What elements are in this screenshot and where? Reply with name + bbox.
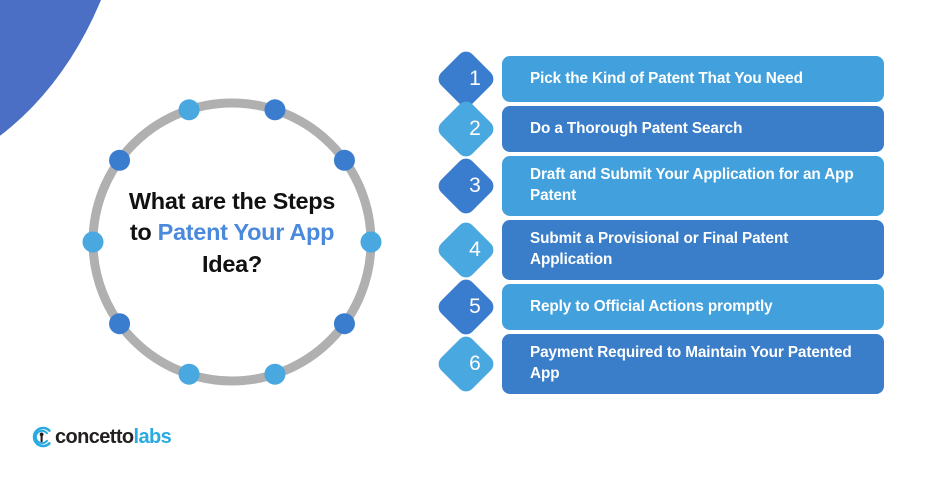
ring-dot [178,363,200,385]
step-label: Reply to Official Actions promptly [530,297,773,315]
step-label: Do a Thorough Patent Search [530,119,743,137]
step-row[interactable]: Reply to Official Actions promptly 5 [434,275,884,339]
ring-dot [109,313,131,335]
step-bar: Reply to Official Actions promptly [502,284,884,330]
step-row[interactable]: Payment Required to Maintain Your Patent… [434,332,884,396]
ring-dot [264,99,286,121]
brand-logo: concettolabs [30,424,172,450]
dotted-ring-graphic [72,92,392,392]
step-number: 4 [469,238,481,261]
step-bar: Payment Required to Maintain Your Patent… [502,334,884,394]
ring-dot [333,149,355,171]
step-bar: Draft and Submit Your Application for an… [502,156,884,216]
step-number: 3 [469,174,481,197]
step-bar: Submit a Provisional or Final Patent App… [502,220,884,280]
step-number: 1 [469,67,481,90]
step-row[interactable]: Do a Thorough Patent Search 2 [434,97,884,161]
title-line-2: to Patent Your App [92,217,372,248]
logo-name-secondary: labs [133,426,172,448]
ring-dot [109,149,131,171]
step-number: 2 [469,117,481,140]
step-row[interactable]: Pick the Kind of Patent That You Need 1 [434,47,884,111]
title-highlight: Patent Your App [157,219,335,246]
circle-person-icon [32,426,51,448]
step-bar: Pick the Kind of Patent That You Need [502,56,884,102]
step-label: Payment Required to Maintain Your Patent… [530,344,852,382]
ring-dot [360,231,382,253]
ring-dot [264,363,286,385]
step-label: Pick the Kind of Patent That You Need [530,69,803,87]
logo-wordmark: concettolabs [55,426,172,448]
ring-dot [178,99,200,121]
step-label: Draft and Submit Your Application for an… [530,166,854,204]
page-title: What are the Steps to Patent Your App Id… [92,186,372,280]
ring-dot [333,313,355,335]
step-row[interactable]: Submit a Provisional or Final Patent App… [434,218,884,282]
title-line-2-prefix: to [129,219,158,246]
title-line-1: What are the Steps [128,188,336,214]
ring-svg [82,98,382,386]
ring-dot [82,231,104,253]
step-bar: Do a Thorough Patent Search [502,106,884,152]
logo-name-primary: concetto [55,426,134,448]
step-number: 5 [469,295,481,318]
title-line-3: Idea? [202,250,262,277]
step-number: 6 [469,352,481,375]
step-label: Submit a Provisional or Final Patent App… [530,230,789,268]
step-row[interactable]: Draft and Submit Your Application for an… [434,154,884,218]
